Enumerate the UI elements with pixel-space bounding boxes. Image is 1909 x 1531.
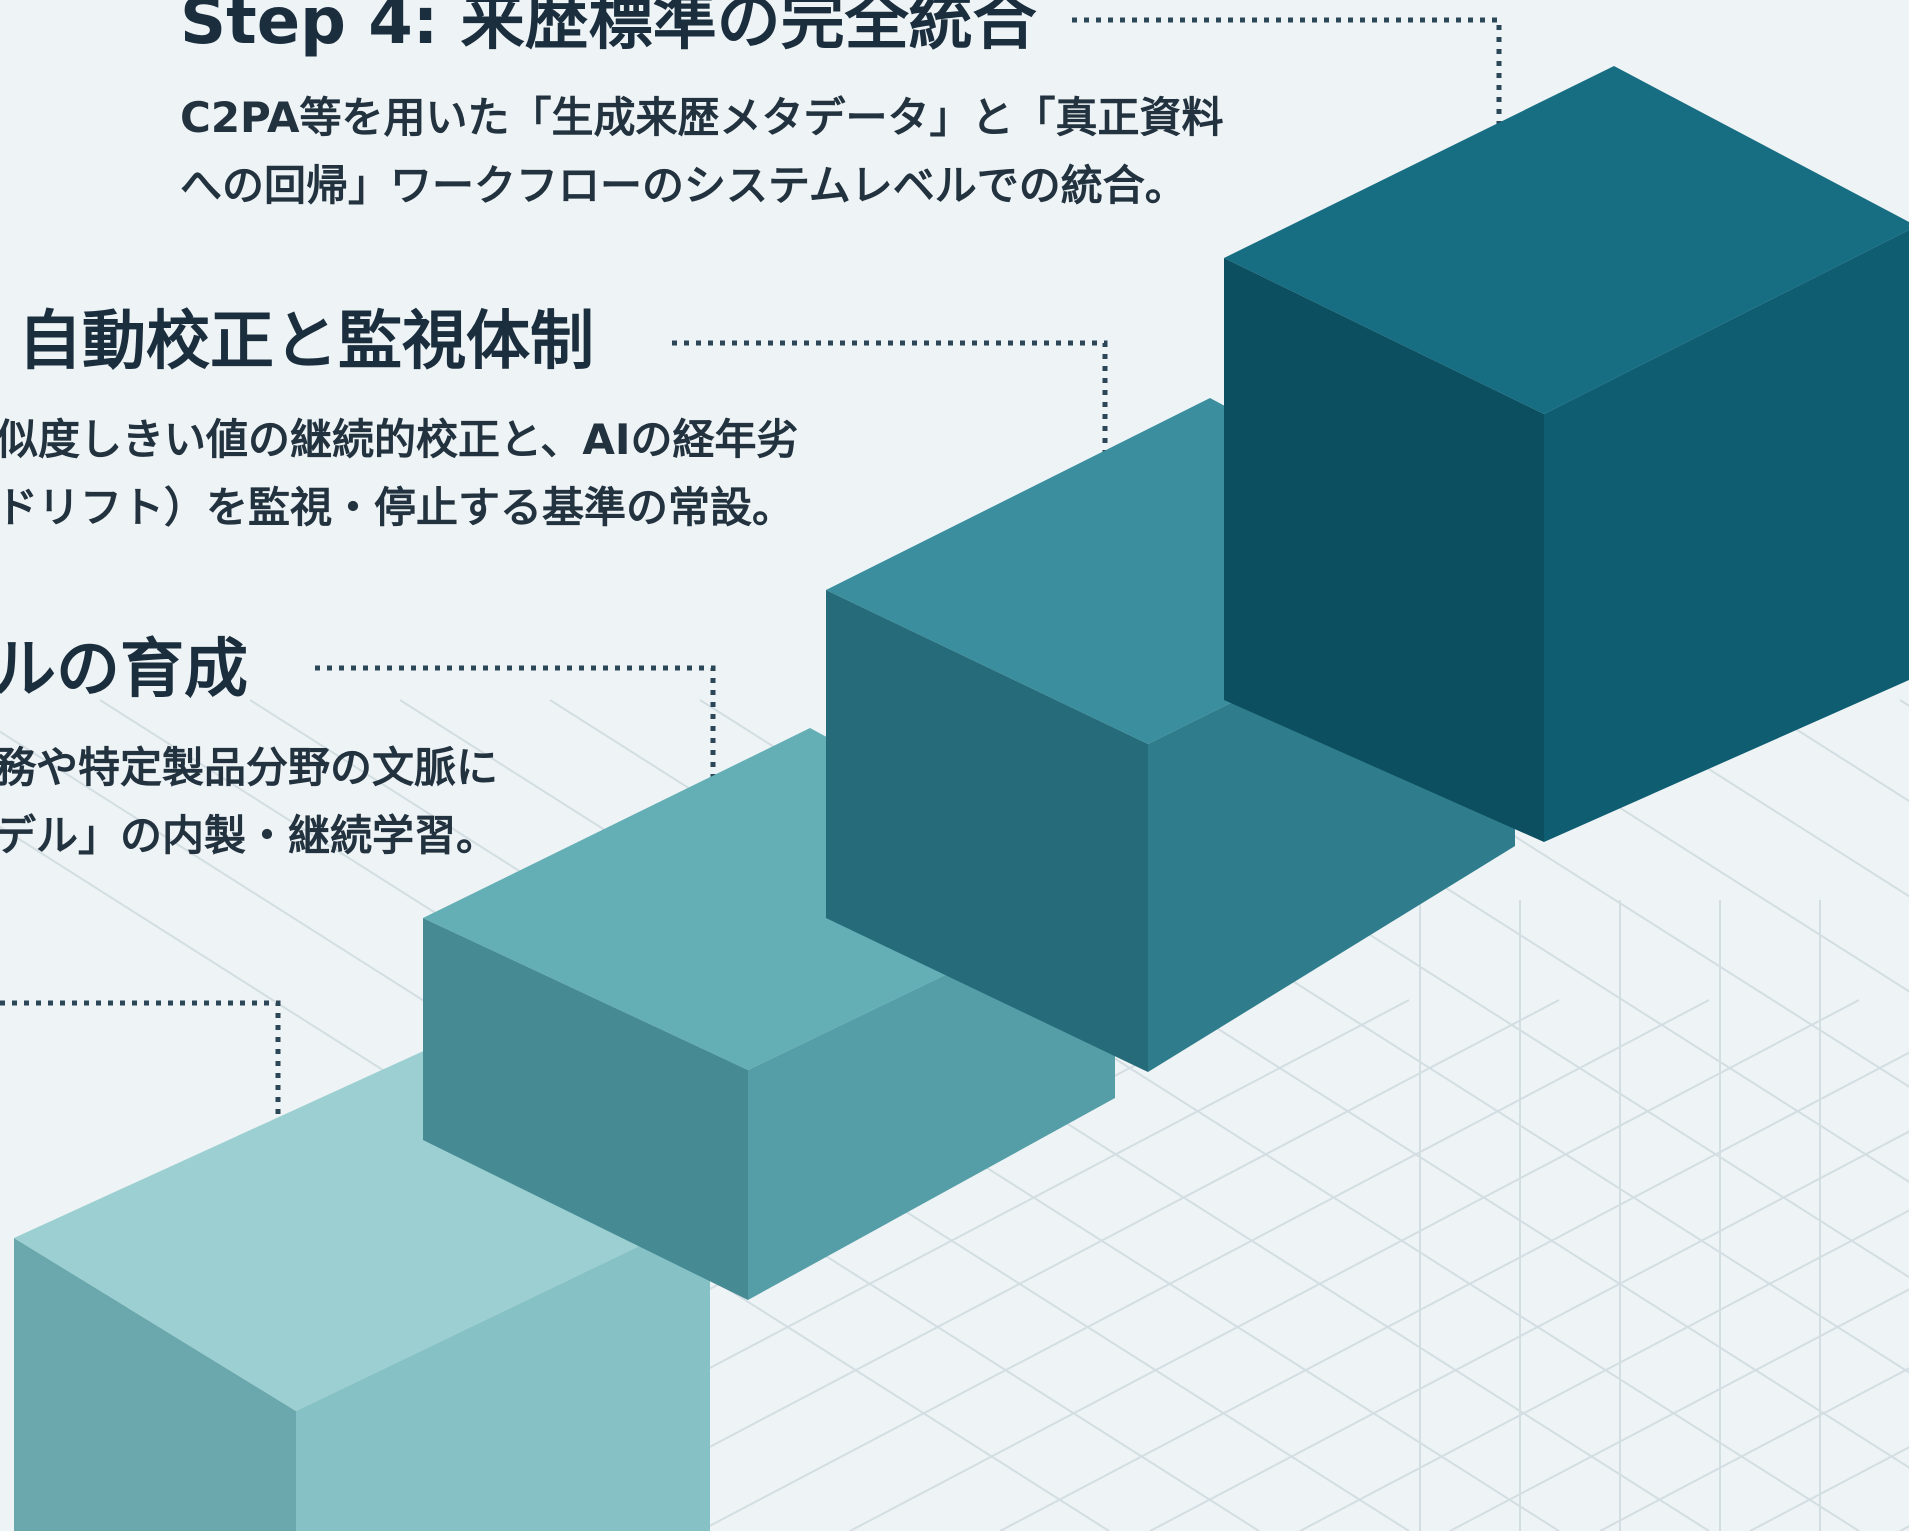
grid-line (1599, 699, 1909, 898)
step4-description-line: への回帰」ワークフローのシステムレベルでの統合。 (180, 161, 1187, 210)
step3-description-line: 似度しきい値の継続的校正と、AIの経年劣 (0, 415, 799, 464)
staircase-blocks (14, 66, 1909, 1531)
grid-line (849, 999, 1860, 1531)
step3-connector (672, 340, 1108, 566)
grid-line (1899, 699, 1909, 707)
grid-line (1149, 1130, 1909, 1531)
block-left-face (826, 590, 1148, 1072)
grid-line (549, 999, 1560, 1531)
step4-block (1224, 66, 1909, 842)
step4-title: Step 4: 来歴標準の完全統合 (180, 0, 1037, 59)
grid-line (1749, 699, 1909, 803)
block-top-face (1224, 66, 1909, 414)
block-right-face (1544, 230, 1909, 842)
grid-line (1449, 1288, 1909, 1531)
step3-description: 似度しきい値の継続的校正と、AIの経年劣 ドリフト）を監視・停止する基準の常設。 (0, 406, 798, 542)
step2-title: ルの育成 (0, 633, 248, 707)
grid-line (1299, 699, 1909, 1088)
step3-description-line: ドリフト）を監視・停止する基準の常設。 (0, 483, 795, 532)
grid-line (1299, 1209, 1909, 1531)
block-left-face (423, 918, 748, 1300)
grid-line (999, 1051, 1909, 1531)
step4-description-line: C2PA等を用いた「生成来歴メタデータ」と「真正資料 (180, 93, 1224, 142)
grid-line (699, 999, 1710, 1531)
step2-connector (315, 665, 716, 896)
block-right-face (296, 1212, 710, 1531)
step2-description: 務や特定製品分野の文脈に デル」の内製・継続学習。 (0, 734, 498, 870)
step2-description-line: 務や特定製品分野の文脈に (0, 743, 499, 792)
step3-title: 自動校正と監視体制 (18, 305, 594, 379)
grid-line (1599, 1367, 1909, 1531)
block-left-face (1224, 258, 1544, 842)
block-left-face (14, 1238, 296, 1531)
step4-description: C2PA等を用いた「生成来歴メタデータ」と「真正資料 への回帰」ワークフローのシ… (180, 84, 1223, 220)
step2-description-line: デル」の内製・継続学習。 (0, 811, 499, 860)
grid-line (1449, 699, 1909, 993)
